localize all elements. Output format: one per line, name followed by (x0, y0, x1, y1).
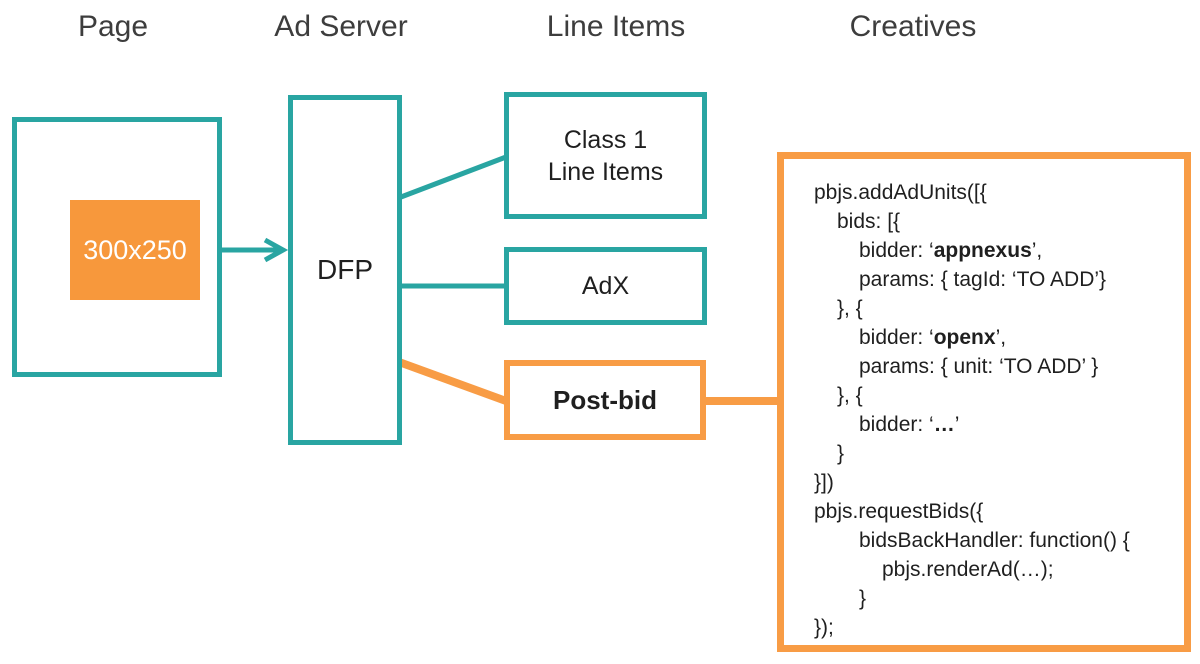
code-line: } (814, 584, 1174, 613)
code-segment: bidder: ‘ (859, 239, 934, 262)
code-segment: ’, (1031, 239, 1043, 262)
postbid-box: Post-bid (504, 360, 706, 440)
class1-label-line2: Line Items (547, 157, 664, 186)
code-snippet: pbjs.addAdUnits([{bids: [{bidder: ‘appne… (784, 159, 1184, 642)
code-segment: ’ (954, 413, 960, 436)
code-segment: params: { unit: ‘TO ADD’ } (859, 355, 1099, 378)
code-segment: }]) (814, 471, 834, 494)
code-line: bidder: ‘appnexus’, (814, 236, 1174, 265)
dfp-to-postbid-line (397, 358, 508, 405)
class1-line-items-box: Class 1 Line Items (504, 92, 707, 219)
code-segment: ’, (995, 326, 1007, 349)
code-line: params: { unit: ‘TO ADD’ } (814, 352, 1174, 381)
column-header-creatives: Creatives (849, 10, 977, 43)
column-header-page: Page (77, 10, 149, 43)
code-segment: pbjs.renderAd(…); (882, 558, 1054, 581)
ad-slot-label: 300x250 (83, 234, 187, 265)
column-header-ad-server: Ad Server (274, 10, 408, 43)
code-segment: bidsBackHandler: function() { (859, 529, 1130, 552)
code-segment: … (933, 413, 955, 436)
adx-box: AdX (504, 247, 707, 325)
page-to-dfp-arrowhead (263, 237, 289, 263)
code-segment: openx (933, 326, 996, 349)
code-segment: }, { (837, 384, 863, 407)
dfp-box: DFP (288, 95, 402, 445)
code-line: }, { (814, 294, 1174, 323)
code-segment: appnexus (933, 239, 1032, 262)
code-line: } (814, 439, 1174, 468)
class1-label-line1: Class 1 (563, 125, 648, 154)
code-segment: params: { tagId: ‘TO ADD’} (859, 268, 1107, 291)
code-segment: } (859, 587, 867, 610)
code-line: pbjs.addAdUnits([{ (814, 178, 1174, 207)
code-segment: }); (814, 616, 834, 639)
ad-slot-box: 300x250 (70, 200, 200, 300)
code-segment: bids: [{ (837, 210, 901, 233)
code-segment: }, { (837, 297, 863, 320)
code-line: }]) (814, 468, 1174, 497)
code-segment: bidder: ‘ (859, 413, 934, 436)
creative-code-box: pbjs.addAdUnits([{bids: [{bidder: ‘appne… (777, 152, 1191, 652)
code-line: }); (814, 613, 1174, 642)
code-line: pbjs.requestBids({ (814, 497, 1174, 526)
code-line: }, { (814, 381, 1174, 410)
dfp-to-class1-line (400, 154, 507, 200)
dfp-label: DFP (317, 254, 373, 285)
adx-label: AdX (581, 271, 630, 300)
code-segment: bidder: ‘ (859, 326, 934, 349)
code-line: bidder: ‘openx’, (814, 323, 1174, 352)
code-line: params: { tagId: ‘TO ADD’} (814, 265, 1174, 294)
column-header-line-items: Line Items (546, 10, 686, 43)
code-segment: pbjs.requestBids({ (814, 500, 984, 523)
code-line: pbjs.renderAd(…); (814, 555, 1174, 584)
code-line: bids: [{ (814, 207, 1174, 236)
code-segment: } (837, 442, 845, 465)
postbid-label: Post-bid (553, 384, 657, 415)
code-line: bidder: ‘…’ (814, 410, 1174, 439)
code-line: bidsBackHandler: function() { (814, 526, 1174, 555)
class1-label: Class 1 Line Items (548, 124, 663, 188)
code-segment: pbjs.addAdUnits([{ (814, 181, 987, 204)
